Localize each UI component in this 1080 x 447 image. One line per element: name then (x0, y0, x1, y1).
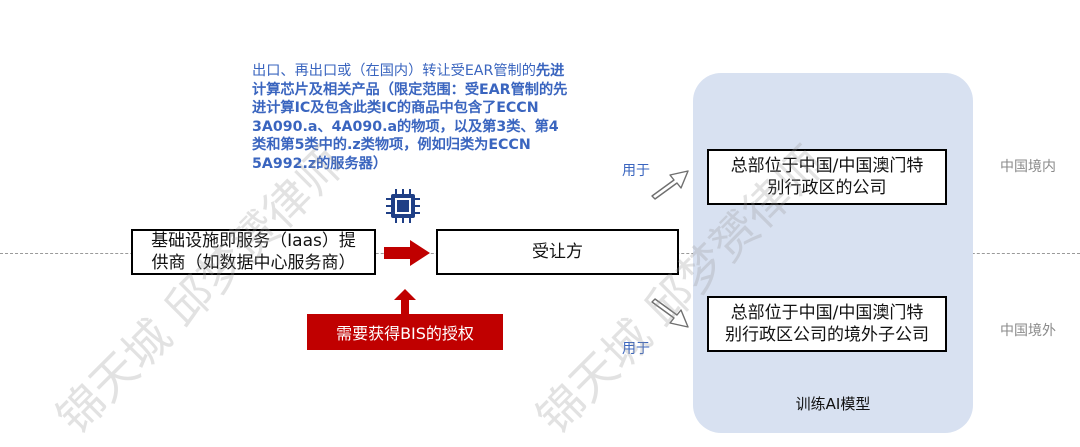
provider-box: 基础设施即服务（Iaas）提 供商（如数据中心服务商） (131, 229, 376, 275)
description-plain: 出口、再出口或（在国内）转让受EAR管制的 (252, 63, 536, 79)
bis-license-label: 需要获得BIS的授权 (307, 314, 503, 350)
used-for-bottom-label: 用于 (622, 341, 650, 357)
right-arrow-icon (384, 240, 430, 266)
hq-overseas-line1: 总部位于中国/中国澳门特 (730, 303, 924, 323)
region-overseas-label: 中国境外 (1000, 323, 1056, 339)
description-bold: 先进计算芯片及相关产品（限定范围：受EAR管制的先进计算IC及包含此类IC的商品… (252, 63, 568, 172)
recipient-box: 受让方 (436, 229, 679, 275)
hollow-arrow-up-icon (651, 170, 689, 200)
ai-training-panel (693, 73, 973, 433)
watermark-left: 锦天城 邱梦赟律师 (46, 135, 356, 445)
hq-china-box: 总部位于中国/中国澳门特 别行政区的公司 (707, 149, 947, 205)
hq-overseas-line2: 别行政区公司的境外子公司 (725, 325, 929, 345)
hq-china-line1: 总部位于中国/中国澳门特 (730, 156, 924, 176)
hq-china-line2: 别行政区的公司 (767, 178, 887, 198)
region-domestic-label: 中国境内 (1000, 159, 1056, 175)
panel-caption: 训练AI模型 (795, 395, 871, 413)
provider-line1: 基础设施即服务（Iaas）提 (151, 231, 356, 251)
used-for-top-label: 用于 (622, 163, 650, 179)
chip-icon (386, 189, 420, 223)
hollow-arrow-down-icon (651, 298, 689, 328)
up-arrow-icon (394, 289, 416, 315)
provider-line2: 供商（如数据中心服务商） (151, 253, 356, 273)
product-description: 出口、再出口或（在国内）转让受EAR管制的先进计算芯片及相关产品（限定范围：受E… (252, 62, 570, 173)
recipient-label: 受让方 (532, 242, 583, 262)
hq-overseas-box: 总部位于中国/中国澳门特 别行政区公司的境外子公司 (707, 296, 947, 352)
